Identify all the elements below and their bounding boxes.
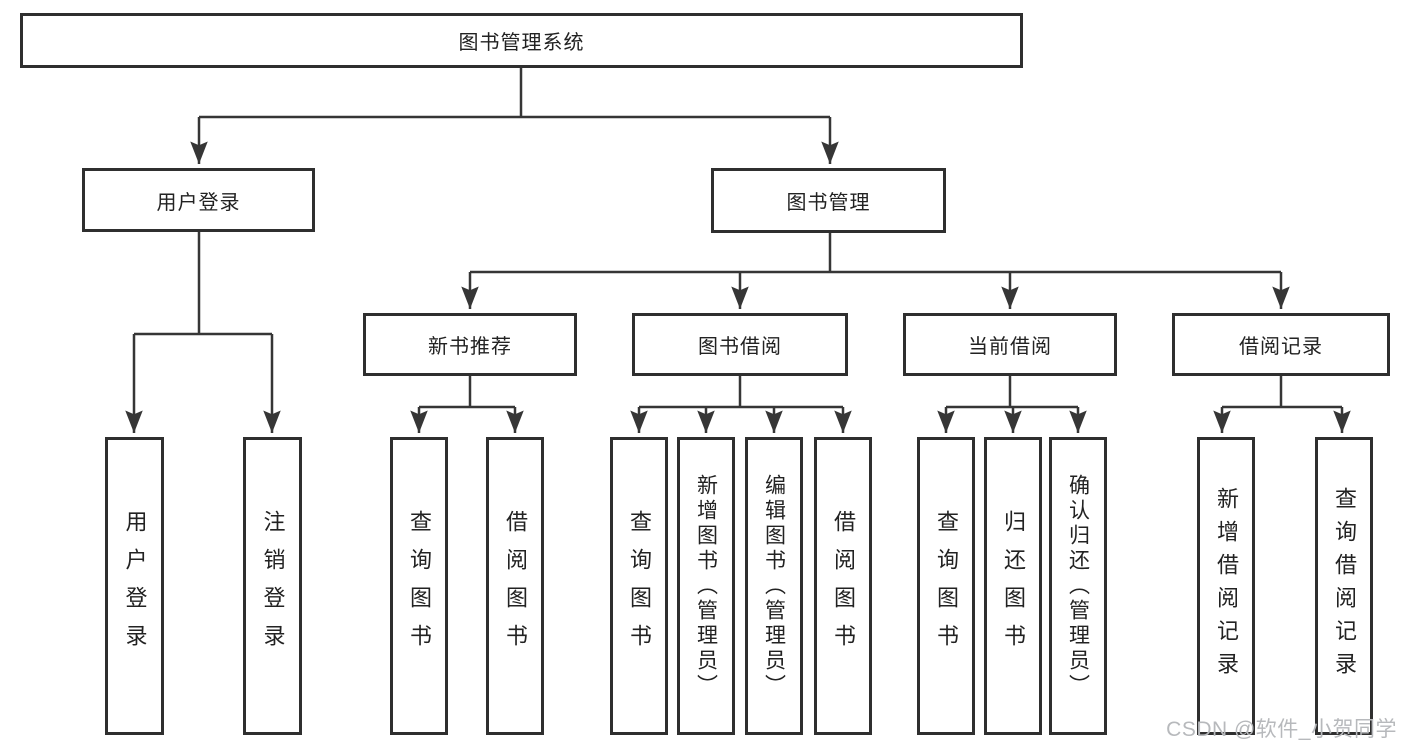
- leaf-borrow-books-borrowing: 借阅图书: [814, 437, 872, 735]
- leaf-label: 编辑图书（管理员）: [762, 473, 786, 699]
- leaf-label: 查询图书: [627, 510, 652, 662]
- node-book-management: 图书管理: [711, 168, 946, 233]
- connector-borrowing-records-branch: [1213, 376, 1351, 433]
- leaf-label: 查询借阅记录: [1332, 487, 1357, 685]
- leaf-search-books-borrowing: 查询图书: [610, 437, 668, 735]
- leaf-borrow-books-recommend: 借阅图书: [486, 437, 544, 735]
- leaf-user-login: 用户登录: [105, 437, 164, 735]
- leaf-label: 确认归还（管理员）: [1066, 473, 1090, 699]
- leaf-label: 新增借阅记录: [1214, 487, 1239, 685]
- leaf-label: 归还图书: [1001, 510, 1026, 662]
- leaf-label: 新增图书（管理员）: [694, 473, 718, 699]
- leaf-edit-books-admin: 编辑图书（管理员）: [745, 437, 803, 735]
- leaf-label: 注销登录: [260, 510, 286, 662]
- leaf-label: 借阅图书: [503, 510, 528, 662]
- connector-user-login-branch: [125, 232, 281, 433]
- leaf-label: 查询图书: [934, 510, 959, 662]
- leaf-label: 借阅图书: [831, 510, 856, 662]
- leaf-search-books-recommend: 查询图书: [390, 437, 448, 735]
- leaf-add-books-admin: 新增图书（管理员）: [677, 437, 735, 735]
- leaf-confirm-return-admin: 确认归还（管理员）: [1049, 437, 1107, 735]
- node-new-book-recommend: 新书推荐: [363, 313, 577, 376]
- leaf-search-books-current: 查询图书: [917, 437, 975, 735]
- node-user-login: 用户登录: [82, 168, 315, 232]
- leaf-search-borrow-record: 查询借阅记录: [1315, 437, 1373, 735]
- node-root-library-management-system: 图书管理系统: [20, 13, 1023, 68]
- node-book-borrowing: 图书借阅: [632, 313, 848, 376]
- leaf-add-borrow-record: 新增借阅记录: [1197, 437, 1255, 735]
- leaf-label: 用户登录: [122, 510, 148, 662]
- node-borrowing-records: 借阅记录: [1172, 313, 1390, 376]
- connector-book-borrowing-branch: [630, 376, 852, 433]
- connector-book-management-branch: [461, 233, 1290, 309]
- leaf-logout: 注销登录: [243, 437, 302, 735]
- node-current-borrowing: 当前借阅: [903, 313, 1117, 376]
- connector-root-to-level2: [190, 68, 839, 164]
- connector-current-borrowing-branch: [937, 376, 1087, 433]
- leaf-return-books: 归还图书: [984, 437, 1042, 735]
- connector-new-book-recommend-branch: [410, 376, 524, 433]
- leaf-label: 查询图书: [407, 510, 432, 662]
